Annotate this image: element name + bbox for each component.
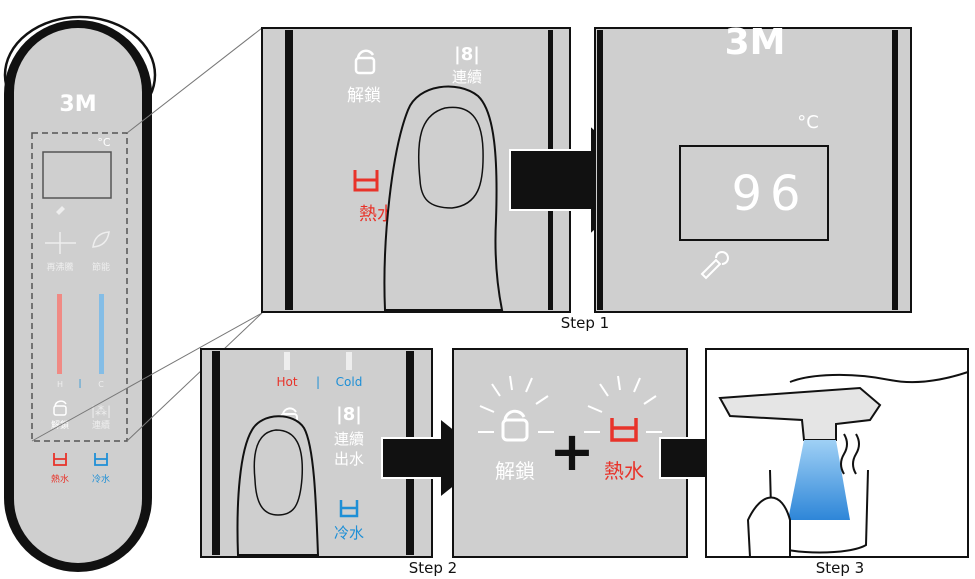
- continuous-label: 連續: [452, 68, 482, 86]
- cold-water-label: 冷水: [92, 473, 110, 485]
- lock-icon: [282, 407, 297, 415]
- separator: |: [316, 375, 320, 389]
- temp-display: [42, 151, 112, 199]
- step1-label: Step 1: [561, 314, 609, 332]
- panel-step1-press: 解鎖 |8| 連續 熱水: [261, 27, 571, 313]
- lock-icon: [503, 409, 526, 421]
- lock-icon: [54, 400, 67, 407]
- step3-label: Step 3: [816, 559, 864, 577]
- zoom-region: [31, 132, 128, 442]
- fingernail: [417, 106, 484, 209]
- device-overview: 3M °C 再沸騰 節能 H | C 解鎖 |⁂| 連續 熱水 冷水: [3, 15, 157, 572]
- svg-text:|: |: [78, 379, 81, 389]
- hot-level-label: H: [57, 380, 63, 389]
- glow-rays-unlock: [478, 375, 554, 433]
- faucet-icon: [718, 386, 882, 441]
- water-stream: [788, 440, 850, 520]
- cold-cup-icon: [339, 500, 359, 518]
- eco-label: 節能: [92, 261, 110, 273]
- step2-label: Step 2: [409, 559, 457, 577]
- continuous-label: 連續: [92, 419, 110, 431]
- temp-unit-label: °C: [97, 136, 111, 149]
- cold-level-label: C: [98, 380, 104, 389]
- panel-step3-dispense: [705, 348, 969, 558]
- hot-level-bar: [57, 294, 62, 374]
- device-face: [14, 28, 142, 563]
- zoom-line-mid-left: [31, 312, 263, 442]
- hot-cup-icon: [53, 453, 67, 466]
- hot-cup-icon: [610, 418, 638, 442]
- reboil-label: 再沸騰: [46, 261, 73, 273]
- temperature-value: 96: [731, 166, 808, 222]
- continuous-icon: |8|: [454, 44, 480, 65]
- hot-water-label: 熱水: [359, 204, 395, 225]
- lock-icon: [356, 49, 375, 59]
- hot-label: Hot: [276, 375, 297, 389]
- plus-sign: +: [549, 420, 594, 483]
- cold-label: Cold: [336, 375, 363, 389]
- fingernail: [253, 429, 304, 516]
- unlock-label: 解鎖: [347, 86, 381, 106]
- cold-water-label: 冷水: [334, 524, 364, 542]
- hot-water-label: 熱水: [604, 459, 644, 483]
- continuous-out-line1: 連續: [334, 430, 364, 448]
- panel-step1-display: 3M °C 96: [594, 22, 912, 313]
- brand-logo: 3M: [59, 92, 96, 117]
- brand-logo: 3M: [725, 22, 786, 63]
- continuous-out-line2: 出水: [334, 450, 364, 468]
- panel-step2-combo: 解鎖 + 熱水: [452, 348, 688, 558]
- cold-level-bar: [99, 294, 104, 374]
- cold-cup-icon: [94, 453, 108, 466]
- zoom-line-top: [126, 27, 263, 134]
- leaf-icon: [92, 231, 110, 248]
- holding-hand-outline: [746, 496, 791, 558]
- wrench-icon: [56, 206, 65, 215]
- temp-display: [679, 145, 829, 241]
- zoom-line-mid: [126, 312, 263, 442]
- wrench-icon: [700, 251, 729, 280]
- hot-cup-icon: [353, 170, 379, 192]
- continuous-icon: |⁂|: [91, 404, 111, 418]
- unlock-label: 解鎖: [495, 459, 535, 483]
- glow-rays-hot: [584, 375, 662, 433]
- hand-top-outline: [789, 371, 969, 384]
- continuous-icon: |8|: [336, 404, 362, 425]
- steam-icon: [840, 433, 860, 475]
- temp-unit-label: °C: [797, 112, 819, 133]
- hot-water-label: 熱水: [51, 473, 69, 485]
